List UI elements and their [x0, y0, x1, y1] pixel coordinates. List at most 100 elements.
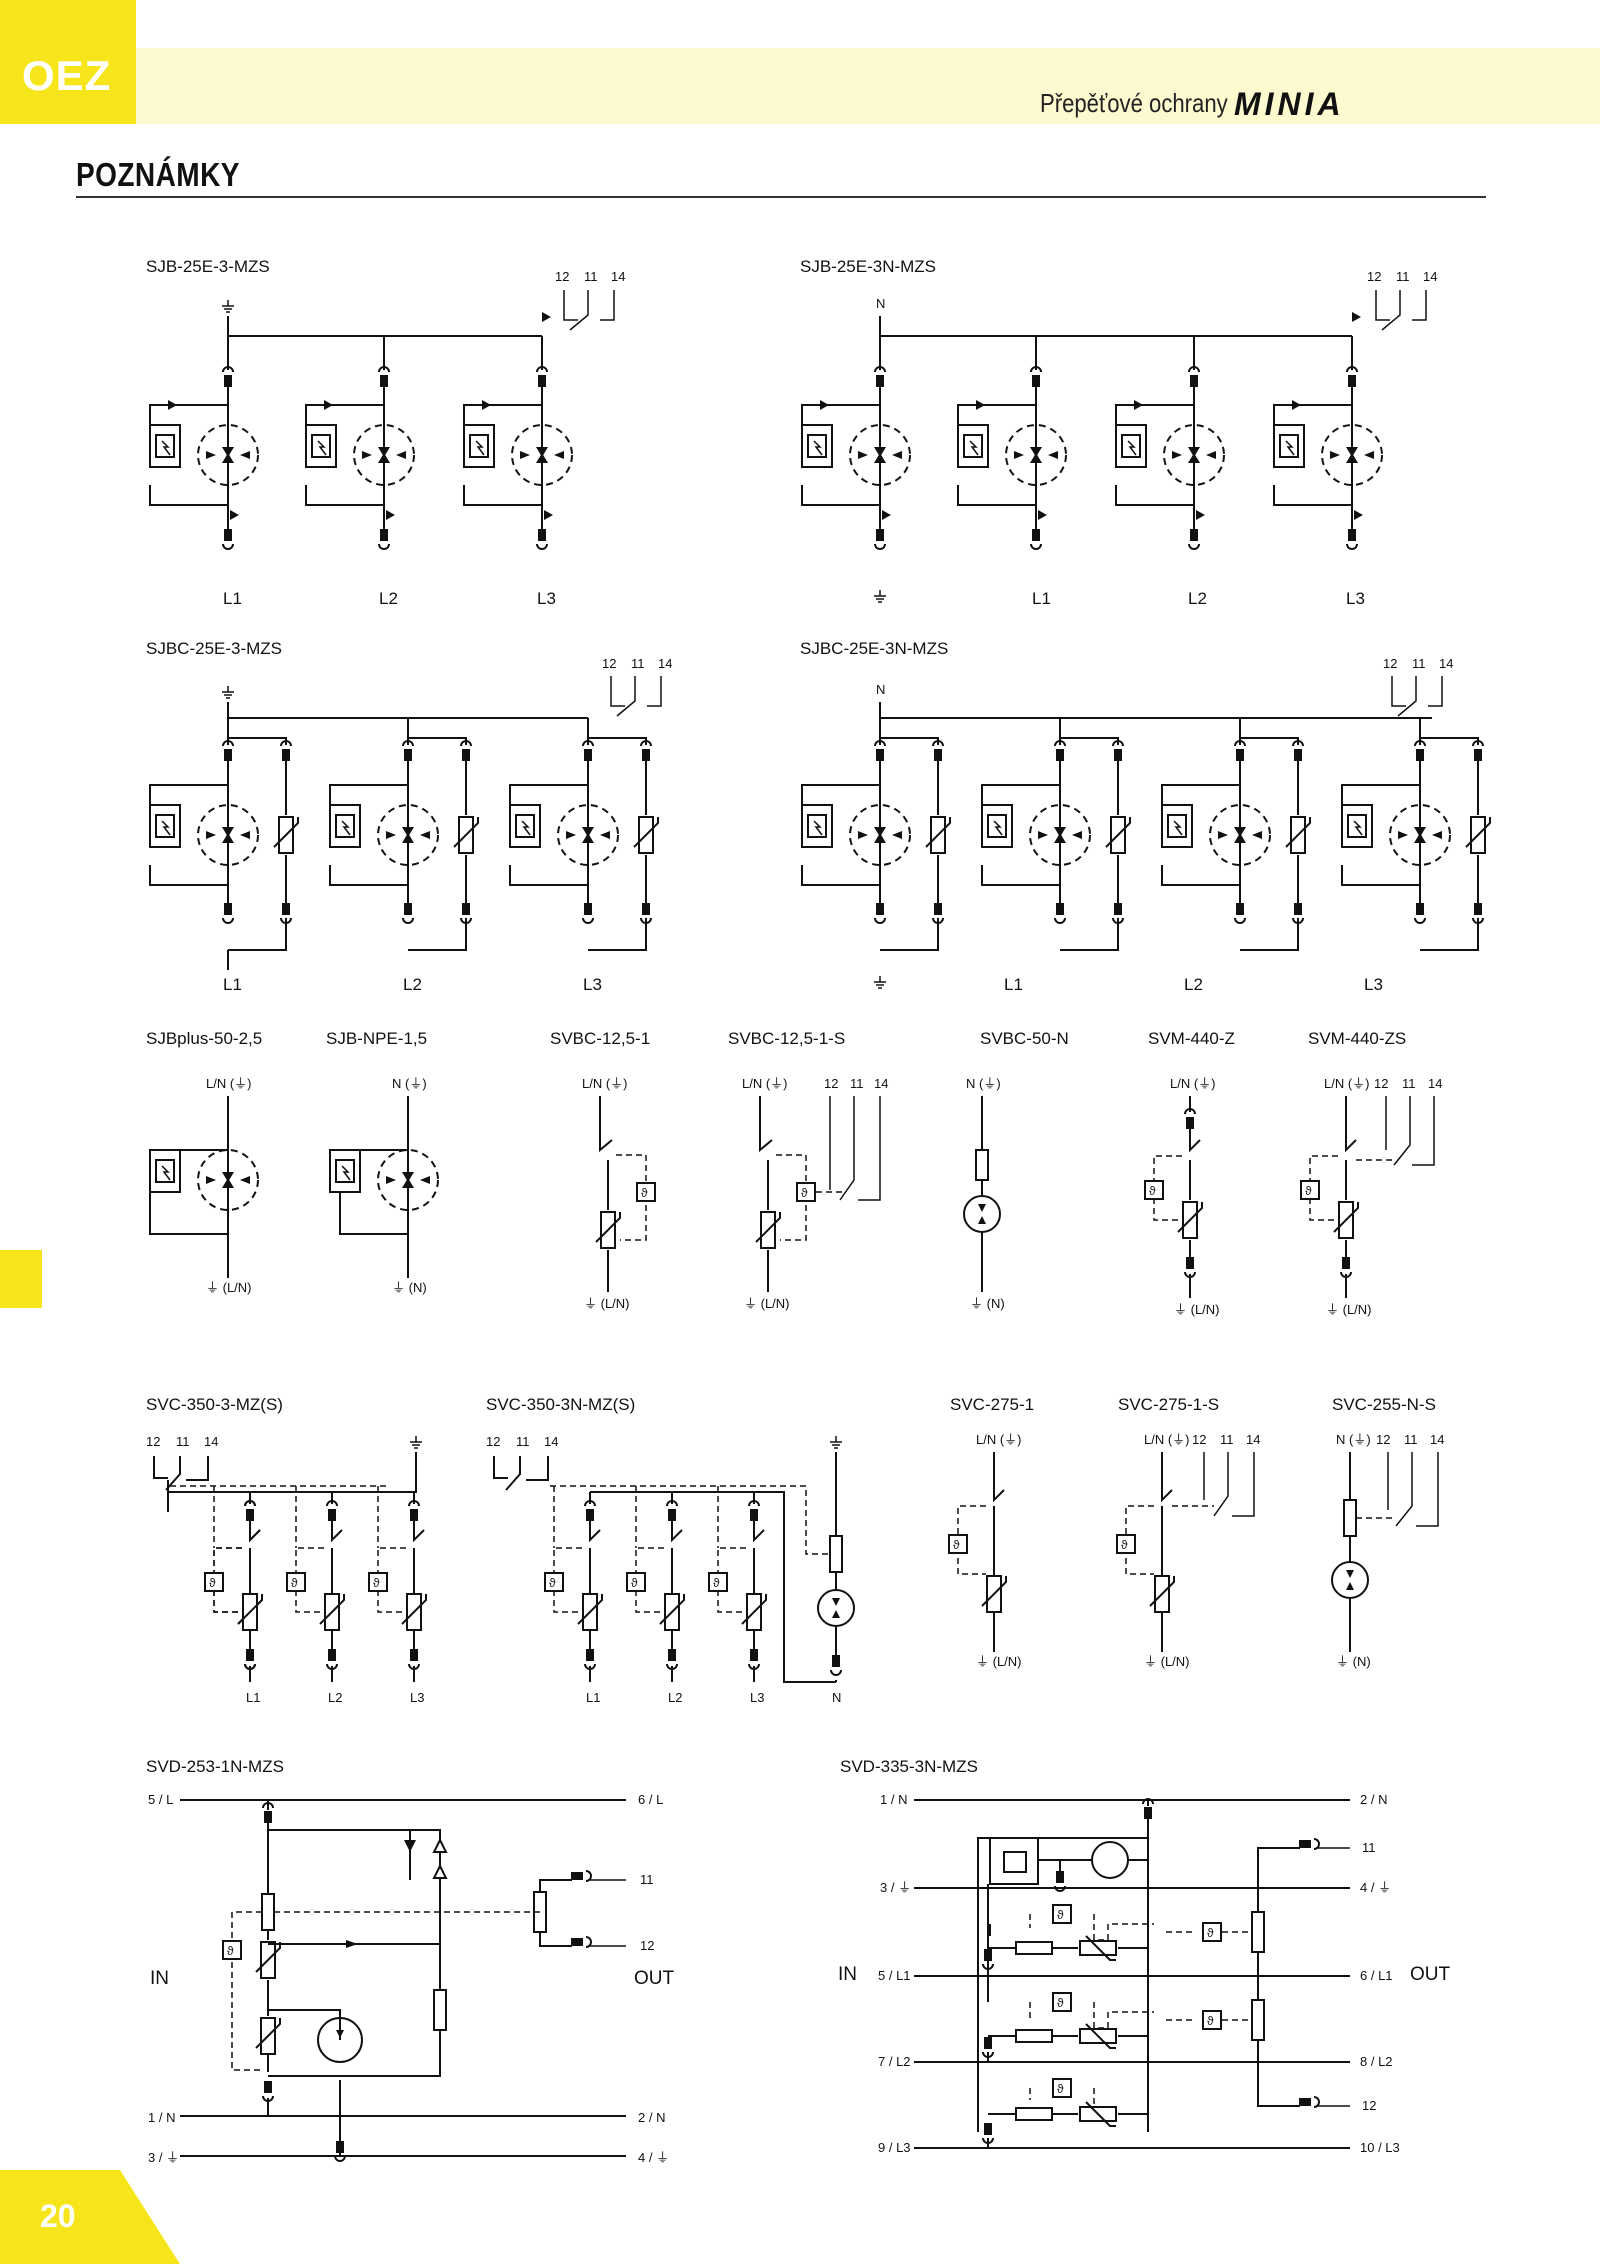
header-band [136, 48, 1600, 124]
diagram-label: SVM-440-ZS [1308, 1029, 1406, 1048]
diagram-label: ⏚ (L/N) [976, 1654, 1022, 1669]
diagram-label: 6 / L1 [1360, 1968, 1393, 1983]
diagram-label: 11 [850, 1076, 864, 1091]
diagram-label: 12 [824, 1076, 838, 1091]
diagram-label: SVC-275-1-S [1118, 1395, 1219, 1414]
diagram-label: L3 [1364, 975, 1383, 994]
side-tab-marker [0, 1250, 42, 1308]
diagram-label: 14 [658, 656, 672, 671]
diagram-label: 8 / L2 [1360, 2054, 1393, 2069]
diagram-label: 11 [1220, 1432, 1234, 1447]
diagram-label: SJBC-25E-3N-MZS [800, 639, 948, 658]
diagram-label: 11 [1412, 656, 1426, 671]
diagram-label: N (⏚) [392, 1076, 427, 1091]
diagram-label: 5 / L [148, 1792, 173, 1807]
diagram-label: 14 [1423, 269, 1437, 284]
diagram-label: 11 [1362, 1840, 1376, 1855]
diagram-label: L1 [223, 589, 242, 608]
diagram-label: 14 [611, 269, 625, 284]
diagram-label: 10 / L3 [1360, 2140, 1400, 2155]
diagram-label: L/N (⏚) [1170, 1076, 1216, 1091]
oez-logo: OEZ [0, 0, 136, 124]
page-title: POZNÁMKY [76, 156, 240, 193]
diagram-label: L1 [246, 1690, 260, 1705]
diagram-label: ⏚ (N) [392, 1280, 427, 1295]
diagram-label: SVBC-12,5-1-S [728, 1029, 845, 1048]
diagram-label: 12 [555, 269, 569, 284]
diagram-label: N [876, 682, 885, 697]
diagram-label: 14 [1439, 656, 1453, 671]
diagram-label: ⏚ (L/N) [584, 1296, 630, 1311]
page-corner-badge [0, 2170, 180, 2264]
diagram-label: SVC-255-N-S [1332, 1395, 1436, 1414]
diagram-label: SVD-335-3N-MZS [840, 1757, 978, 1776]
diagram-label: IN [838, 1964, 857, 1985]
diagram-label: 11 [631, 656, 645, 671]
diagram-label: N (⏚) [966, 1076, 1001, 1091]
diagram-label: 14 [1430, 1432, 1444, 1447]
diagram-label: 3 / ⏚ [880, 1880, 911, 1895]
title-divider [76, 196, 1486, 198]
brand-logo: MINIA [1234, 86, 1345, 122]
diagram-label: 11 [584, 269, 598, 284]
diagram-label: L/N (⏚) [206, 1076, 252, 1091]
diagram-label: L2 [1184, 975, 1203, 994]
diagram-label: 11 [640, 1872, 654, 1887]
diagram-label: L/N (⏚) [1324, 1076, 1370, 1091]
diagram-label: OUT [1410, 1964, 1451, 1985]
diagram-label: 12 [486, 1434, 500, 1449]
diagram-label: 12 [146, 1434, 160, 1449]
diagram-label: 4 / ⏚ [638, 2150, 669, 2165]
diagram-label: SVM-440-Z [1148, 1029, 1235, 1048]
diagram-label: IN [150, 1968, 169, 1989]
diagram-label: L/N (⏚) [742, 1076, 788, 1091]
diagram-label: SVD-253-1N-MZS [146, 1757, 284, 1776]
diagram-label: 12 [1367, 269, 1381, 284]
diagram-label: 12 [1383, 656, 1397, 671]
diagram-label: 6 / L [638, 1792, 663, 1807]
diagram-label: L2 [328, 1690, 342, 1705]
diagram-label: L2 [1188, 589, 1207, 608]
logo-text: OEZ [22, 52, 112, 99]
diagram-label: ⏚ (L/N) [744, 1296, 790, 1311]
diagram-label: N (⏚) [1336, 1432, 1371, 1447]
diagram-label: 12 [640, 1938, 654, 1953]
diagram-label: 1 / N [148, 2110, 175, 2125]
diagram-label: L1 [586, 1690, 600, 1705]
diagram-label: L3 [1346, 589, 1365, 608]
diagram-title: SJB-25E-3-MZS [146, 257, 270, 276]
diagram-label: SJB-25E-3N-MZS [800, 257, 936, 276]
diagram-label: L3 [583, 975, 602, 994]
diagram-label: ⏚ (L/N) [1174, 1302, 1220, 1317]
diagram-label: 12 [1362, 2098, 1376, 2113]
diagram-label: N [832, 1690, 841, 1705]
diagram-label: SVBC-12,5-1 [550, 1029, 650, 1048]
diagram-label: 14 [874, 1076, 888, 1091]
diagram-label: L1 [223, 975, 242, 994]
diagram-label: 5 / L1 [878, 1968, 911, 1983]
diagram-label: SJB-NPE-1,5 [326, 1029, 427, 1048]
diagram-label: 2 / N [1360, 1792, 1387, 1807]
diagram-label: ⏚ (N) [1336, 1654, 1371, 1669]
diagram-label: L1 [1032, 589, 1051, 608]
diagram-label: SJBC-25E-3-MZS [146, 639, 282, 658]
diagram-label: OUT [634, 1968, 675, 1989]
diagram-label: L/N (⏚) [1144, 1432, 1190, 1447]
diagram-label: L1 [1004, 975, 1023, 994]
diagram-label: 3 / ⏚ [148, 2150, 179, 2165]
diagram-label: 12 [602, 656, 616, 671]
diagram-label: 14 [204, 1434, 218, 1449]
diagram-label: L/N (⏚) [976, 1432, 1022, 1447]
diagram-label: L3 [750, 1690, 764, 1705]
diagram-label: 14 [544, 1434, 558, 1449]
diagram-label: L3 [410, 1690, 424, 1705]
diagram-label: 14 [1428, 1076, 1442, 1091]
diagram-label: 9 / L3 [878, 2140, 911, 2155]
diagram-label: 11 [1404, 1432, 1418, 1447]
diagram-label: 11 [516, 1434, 530, 1449]
diagram-label: ⏚ (L/N) [206, 1280, 252, 1295]
diagram-label: 4 / ⏚ [1360, 1880, 1391, 1895]
diagram-label: L2 [668, 1690, 682, 1705]
diagram-label: SVBC-50-N [980, 1029, 1069, 1048]
